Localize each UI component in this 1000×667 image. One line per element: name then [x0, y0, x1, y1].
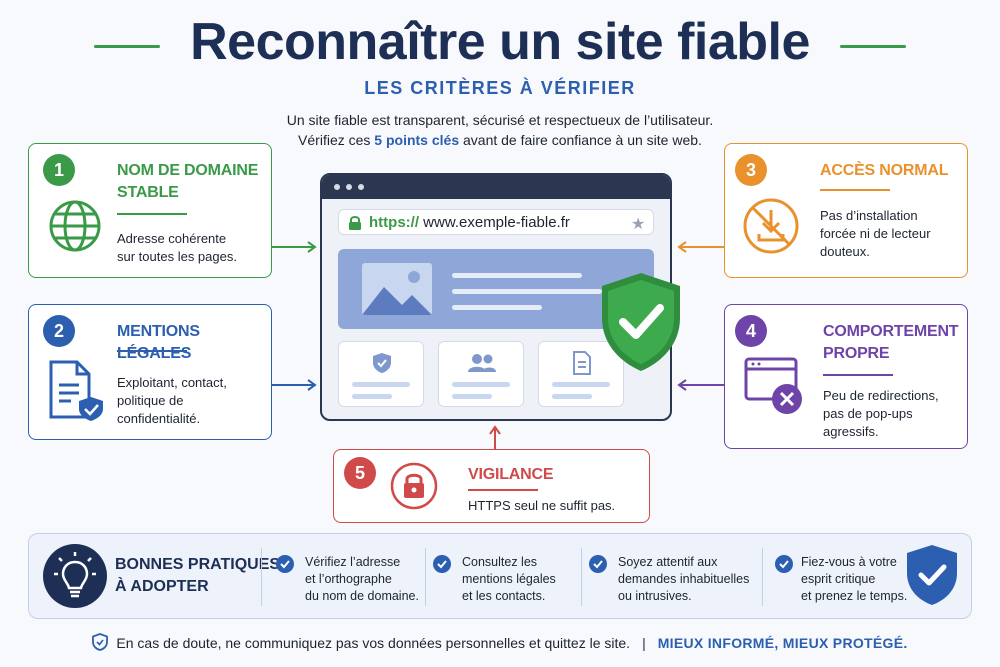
window-dot [334, 184, 340, 190]
image-placeholder-icon [362, 263, 432, 315]
criterion-number-badge: 2 [43, 315, 75, 347]
divider [425, 548, 426, 606]
criterion-number-badge: 3 [735, 154, 767, 186]
window-dot [358, 184, 364, 190]
text-placeholder [352, 394, 392, 399]
url-scheme: https:// [369, 214, 419, 231]
text-placeholder [352, 382, 410, 387]
footer-slogan: MIEUX INFORMÉ, MIEUX PROTÉGÉ. [657, 635, 908, 651]
text-placeholder [552, 382, 610, 387]
criterion-number-badge: 4 [735, 315, 767, 347]
shield-icon [372, 352, 392, 379]
text-placeholder [452, 289, 602, 294]
document-shield-icon [47, 359, 107, 426]
globe-icon [47, 198, 103, 259]
checkmark-icon [433, 555, 451, 573]
window-dot [346, 184, 352, 190]
checkmark-icon [276, 555, 294, 573]
checkmark-icon [775, 555, 793, 573]
lightbulb-icon [43, 544, 107, 608]
criterion-rule [468, 489, 538, 491]
lock-icon [390, 462, 438, 515]
intro-line-2: Vérifiez ces 5 points clés avant de fair… [298, 132, 702, 148]
criterion-text: HTTPS seul ne suffit pas. [468, 498, 616, 513]
feature-tile [438, 341, 524, 407]
page-hero-banner [338, 249, 654, 329]
criterion-rule [117, 350, 187, 352]
divider [581, 548, 582, 606]
url-domain: www.exemple-fiable.fr [419, 214, 570, 231]
page-subtitle: LES CRITÈRES À VÉRIFIER [364, 78, 636, 98]
criterion-number-badge: 5 [344, 457, 376, 489]
intro-line-1: Un site fiable est transparent, sécurisé… [286, 112, 714, 128]
divider [762, 548, 763, 606]
padlock-icon [348, 215, 362, 236]
footer: En cas de doute, ne communiquez pas vos … [0, 633, 1000, 654]
shield-outline-icon [92, 633, 109, 654]
criterion-title: MENTIONS LÉGALES [117, 323, 200, 362]
criterion-number-badge: 1 [43, 154, 75, 186]
text-placeholder [452, 394, 492, 399]
browser-titlebar [322, 175, 670, 199]
page-title: Reconnaître un site fiable [190, 13, 810, 71]
criterion-card-vigilance: 5 VIGILANCE HTTPS seul ne suffit pas. [333, 449, 650, 523]
document-icon [572, 351, 592, 380]
window-close-icon [743, 355, 805, 422]
text-placeholder [452, 305, 542, 310]
footer-advice: En cas de doute, ne communiquez pas vos … [116, 635, 631, 651]
users-icon [467, 353, 497, 378]
no-download-icon [741, 196, 801, 261]
text-placeholder [452, 382, 510, 387]
checkmark-icon [589, 555, 607, 573]
address-bar[interactable]: https:// www.exemple-fiable.fr ★ [338, 209, 654, 235]
criterion-rule [117, 213, 187, 215]
shield-check-icon [905, 543, 959, 612]
footer-separator: | [642, 635, 646, 651]
criterion-rule [820, 189, 890, 191]
feature-tile [538, 341, 624, 407]
divider [261, 548, 262, 606]
intro-text: Un site fiable est transparent, sécurisé… [0, 110, 1000, 150]
title-right-rule [840, 45, 906, 48]
criterion-card-legal: 2 MENTIONS LÉGALES Exploitant, contact,p… [28, 304, 272, 440]
intro-highlight: 5 points clés [374, 132, 460, 148]
text-placeholder [452, 273, 582, 278]
text-placeholder [552, 394, 592, 399]
url-text: https:// www.exemple-fiable.fr [369, 214, 570, 231]
security-shield-icon [598, 270, 684, 379]
criterion-rule [823, 374, 893, 376]
title-left-rule [94, 45, 160, 48]
criterion-title: VIGILANCE [468, 466, 554, 483]
feature-tile [338, 341, 424, 407]
criterion-title: ACCÈS NORMAL [820, 162, 949, 179]
star-icon[interactable]: ★ [631, 216, 646, 233]
